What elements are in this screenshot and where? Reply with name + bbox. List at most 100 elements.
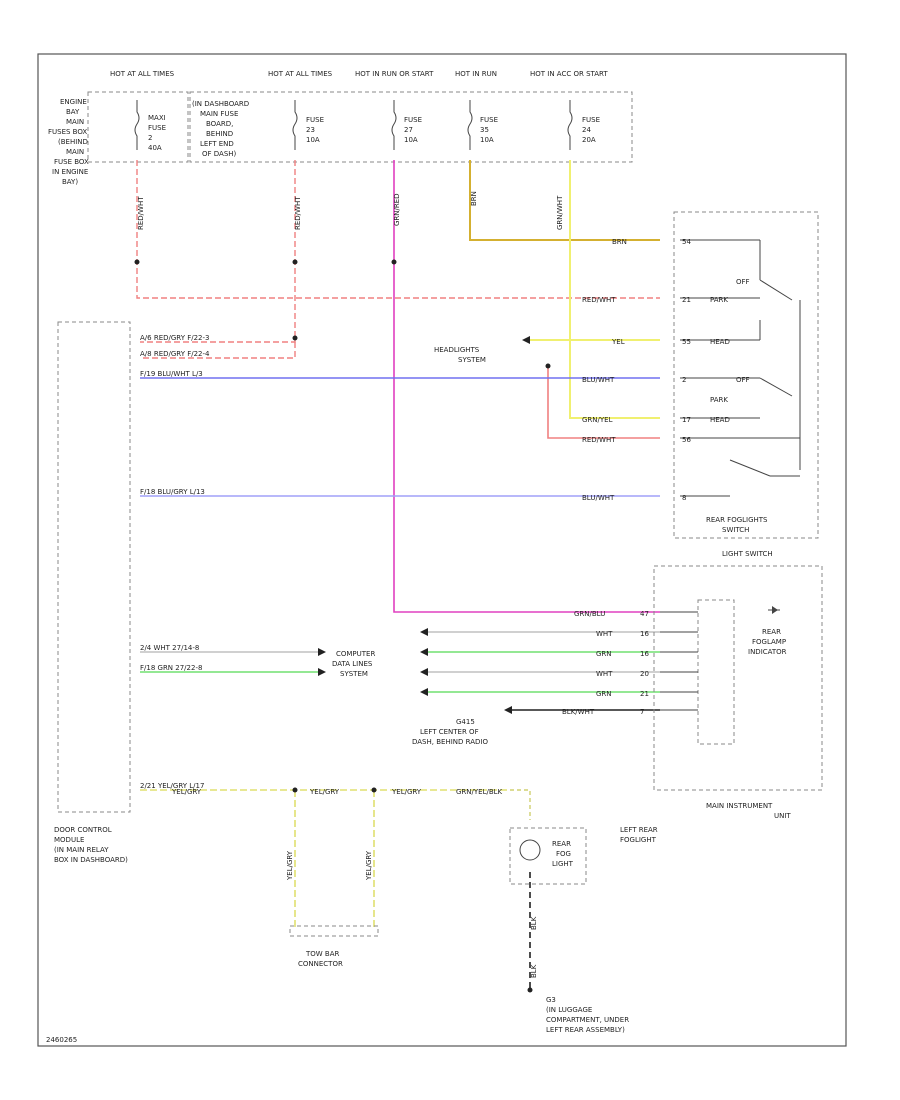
foglamp-indicator-icon <box>768 606 780 614</box>
svg-text:27: 27 <box>404 126 413 134</box>
svg-text:FOGLAMP: FOGLAMP <box>752 638 786 646</box>
wire-red-fuse23-b <box>140 342 296 359</box>
instrument-pins: 47 16 16 20 21 7 <box>640 610 649 716</box>
svg-text:REAR: REAR <box>552 840 571 848</box>
junction-dot <box>292 335 298 341</box>
svg-text:BAY): BAY) <box>62 178 78 186</box>
left-rear-foglight-label: LEFT REAR FOGLIGHT <box>620 826 658 844</box>
arrow-wht-1 <box>420 628 428 636</box>
svg-text:OFF: OFF <box>736 376 750 384</box>
instrument-wire-labels: GRN/BLU WHT GRN WHT GRN BLK/WHT <box>562 610 613 716</box>
svg-text:FOGLIGHT: FOGLIGHT <box>620 836 657 844</box>
svg-text:G415: G415 <box>456 718 475 726</box>
svg-text:MAXI: MAXI <box>148 114 166 122</box>
svg-text:OFF: OFF <box>736 278 750 286</box>
svg-text:FOG: FOG <box>556 850 571 858</box>
svg-text:HEAD: HEAD <box>710 338 730 346</box>
svg-text:F/18 GRN 27/22-8: F/18 GRN 27/22-8 <box>140 664 202 672</box>
bottom-wire-labels: YEL/GRY YEL/GRY YEL/GRY GRN/YEL/BLK <box>171 788 503 796</box>
svg-text:(IN DASHBOARD: (IN DASHBOARD <box>192 100 249 108</box>
svg-text:10A: 10A <box>306 136 320 144</box>
svg-text:23: 23 <box>306 126 315 134</box>
svg-text:LEFT END: LEFT END <box>200 140 234 148</box>
svg-text:RED/WHT: RED/WHT <box>137 196 145 230</box>
svg-text:16: 16 <box>640 630 649 638</box>
source-label-5: HOT IN ACC OR START <box>530 70 608 78</box>
svg-text:WHT: WHT <box>596 670 613 678</box>
computer-data-lines-label: COMPUTER DATA LINES SYSTEM <box>332 650 375 678</box>
fuse-box-engine-bay <box>87 91 189 163</box>
svg-text:YEL/GRY: YEL/GRY <box>286 850 294 881</box>
svg-text:RED/WHT: RED/WHT <box>294 196 302 230</box>
indicator-module <box>697 599 735 745</box>
fuse-wire-labels: RED/WHT RED/WHT GRN/RED BRN GRN/WHT <box>137 191 564 230</box>
svg-text:DASH, BEHIND RADIO: DASH, BEHIND RADIO <box>412 738 488 746</box>
fog-wire-labels: BLK BLK <box>530 916 538 978</box>
wire-pink-fuse27 <box>393 160 660 613</box>
svg-text:(IN LUGGAGE: (IN LUGGAGE <box>546 1006 592 1014</box>
switch-positions: OFF PARK HEAD OFF PARK HEAD <box>710 278 750 424</box>
junction-dot <box>134 259 140 265</box>
svg-text:GRN/YEL: GRN/YEL <box>582 416 613 424</box>
junction-dot <box>292 787 298 793</box>
ground-g3-label: G3 (IN LUGGAGE COMPARTMENT, UNDER LEFT R… <box>546 996 629 1034</box>
svg-text:WHT: WHT <box>596 630 613 638</box>
arrow-wht-2 <box>420 668 428 676</box>
fuse-symbol-27 <box>391 100 397 150</box>
svg-text:ENGINE: ENGINE <box>60 98 87 106</box>
arrow-headlights <box>522 336 530 344</box>
svg-text:FUSES BOX: FUSES BOX <box>48 128 87 136</box>
svg-text:BAY: BAY <box>66 108 80 116</box>
svg-text:YEL/GRY: YEL/GRY <box>171 788 202 796</box>
switch-wire-labels: BRN RED/WHT YEL BLU/WHT GRN/YEL RED/WHT … <box>582 238 627 502</box>
tow-bar-connector-box <box>289 925 379 937</box>
svg-text:INDICATOR: INDICATOR <box>748 648 787 656</box>
diagram-border <box>37 53 847 1047</box>
wire-yellow-fuse24 <box>569 160 660 419</box>
switch-pins: 54 21 55 2 17 56 8 <box>682 238 691 502</box>
svg-text:COMPUTER: COMPUTER <box>336 650 375 658</box>
svg-text:PARK: PARK <box>710 296 728 304</box>
svg-text:OF DASH): OF DASH) <box>202 150 237 158</box>
svg-text:GRN/RED: GRN/RED <box>393 193 401 226</box>
svg-text:10A: 10A <box>404 136 418 144</box>
svg-text:GRN: GRN <box>596 690 612 698</box>
svg-text:FUSE: FUSE <box>480 116 498 124</box>
svg-text:10A: 10A <box>480 136 494 144</box>
source-label-4: HOT IN RUN <box>455 70 497 78</box>
rear-fog-light-box <box>509 827 587 885</box>
ddm-line-labels: A/6 RED/GRY F/22-3 A/8 RED/GRY F/22-4 F/… <box>140 334 210 790</box>
svg-text:YEL/GRY: YEL/GRY <box>365 850 373 881</box>
svg-text:HEAD: HEAD <box>710 416 730 424</box>
svg-text:BLK/WHT: BLK/WHT <box>562 708 595 716</box>
arrow-grn-2 <box>420 688 428 696</box>
svg-text:YEL: YEL <box>611 338 625 346</box>
source-label-1: HOT AT ALL TIMES <box>110 70 175 78</box>
svg-text:MAIN INSTRUMENT: MAIN INSTRUMENT <box>706 802 773 810</box>
svg-text:LIGHT: LIGHT <box>552 860 574 868</box>
svg-text:IN ENGINE: IN ENGINE <box>52 168 88 176</box>
svg-text:PARK: PARK <box>710 396 728 404</box>
arrow-grn-1 <box>420 648 428 656</box>
fuse-27: FUSE 27 10A <box>404 116 422 144</box>
svg-text:LEFT CENTER OF: LEFT CENTER OF <box>420 728 479 736</box>
svg-text:MAIN FUSE: MAIN FUSE <box>200 110 238 118</box>
svg-text:FUSE BOX: FUSE BOX <box>54 158 89 166</box>
rear-foglamp-indicator-label: REAR FOGLAMP INDICATOR <box>748 628 787 656</box>
wire-ochre-fuse35 <box>469 160 660 241</box>
junction-dot <box>545 363 551 369</box>
svg-text:BOX IN DASHBOARD): BOX IN DASHBOARD) <box>54 856 128 864</box>
svg-text:2/21 YEL/GRY L/17: 2/21 YEL/GRY L/17 <box>140 782 204 790</box>
wire-red-fuse23-a <box>140 160 296 343</box>
svg-text:GRN/WHT: GRN/WHT <box>556 195 564 230</box>
svg-text:2: 2 <box>682 376 686 384</box>
diagram-id: 2460265 <box>46 1036 77 1044</box>
wire-red-headlights <box>547 366 660 439</box>
rear-foglights-switch-label-2: SWITCH <box>722 526 749 534</box>
svg-text:20: 20 <box>640 670 649 678</box>
svg-text:GRN: GRN <box>596 650 612 658</box>
svg-text:2: 2 <box>148 134 152 142</box>
arrow-blk <box>504 706 512 714</box>
ground-g415-label: G415 LEFT CENTER OF DASH, BEHIND RADIO <box>412 718 488 746</box>
